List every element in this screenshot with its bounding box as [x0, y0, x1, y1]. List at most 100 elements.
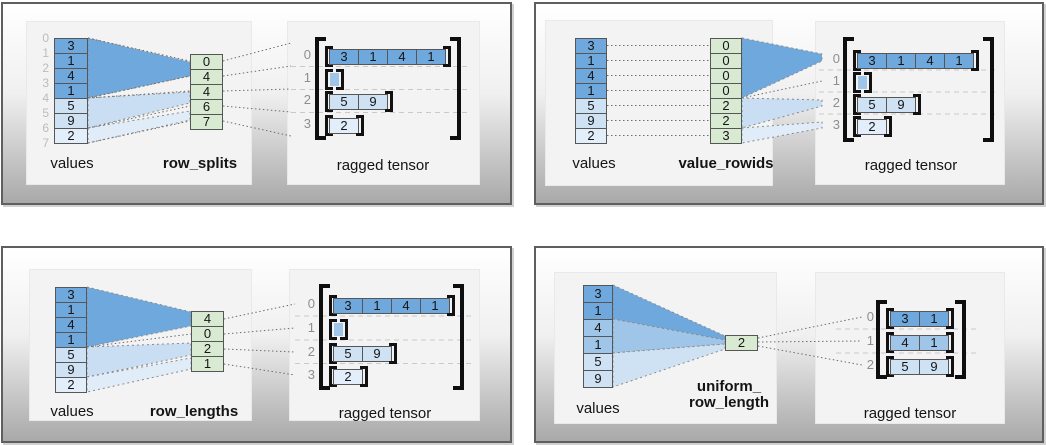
outer-open-bracket: [876, 300, 887, 379]
fan-dark: [741, 37, 823, 99]
values-column: 3 1 4 1 5 9 2: [55, 287, 87, 393]
tensor-label: ragged tensor: [336, 157, 430, 174]
tensor-label: ragged tensor: [338, 405, 432, 422]
tensor-cell: 2: [333, 368, 363, 385]
row-index: 2: [307, 344, 315, 359]
tensor-cell: 3: [857, 52, 887, 69]
values-cell: 4: [55, 317, 87, 333]
values-cell: 9: [575, 113, 607, 129]
tensor-row-empty: [853, 72, 872, 93]
values-cell: 2: [54, 128, 88, 144]
values-column: 3 1 4 1 5 9 2: [54, 38, 88, 144]
dotted-connectors: [87, 37, 292, 144]
outer-open-bracket: [319, 284, 330, 390]
close-bracket: [884, 116, 892, 137]
tensor-cell: 1: [362, 297, 392, 314]
values-label: values: [572, 155, 616, 172]
tensor-cell: 9: [919, 358, 949, 375]
tensor-row: 5 9: [329, 343, 397, 364]
tensor-row: 5 9: [886, 356, 954, 377]
values-cell: 5: [575, 98, 607, 114]
values-cell: 3: [583, 285, 613, 303]
tensor-cell: 9: [886, 96, 916, 113]
outer-close-bracket: [955, 300, 966, 379]
tensor-row: 3 1 4 1: [325, 46, 451, 67]
open-bracket: [853, 72, 861, 93]
open-bracket: [329, 366, 337, 387]
tensor-row: 5 9: [325, 91, 393, 112]
values-cell: 5: [54, 98, 88, 114]
value-rowids-column: 0 0 0 0 2 2 3: [710, 38, 742, 144]
factory-label: row_lengths: [149, 403, 239, 420]
values-cell: 9: [54, 113, 88, 129]
dotted-connectors: [757, 316, 863, 366]
uniform-row-length-cell: 2: [725, 335, 758, 351]
open-bracket: [329, 295, 337, 316]
row-index: 1: [832, 73, 840, 88]
values-column: 3 1 4 1 5 9 2: [575, 38, 607, 144]
values-cell: 3: [54, 38, 88, 54]
tensor-row: 2: [329, 366, 368, 387]
row-splits-cell: 4: [190, 84, 223, 100]
factory-label: row_splits: [162, 155, 238, 172]
boundary-index: 7: [42, 136, 49, 150]
boundary-index: 1: [42, 46, 49, 60]
row-index: 2: [303, 92, 311, 107]
fan-light: [612, 343, 726, 388]
factory-label-line1: uniform_: [696, 378, 762, 395]
outer-close-bracket: [453, 284, 464, 390]
close-bracket: [447, 295, 455, 316]
open-bracket: [325, 115, 333, 136]
boundary-index: 4: [42, 91, 49, 105]
quadrant-uniform-row-length: 3 1 4 1 5 9 2 values uniform_ row_length…: [534, 246, 1044, 443]
dotted-connectors: [607, 45, 823, 136]
open-bracket: [853, 116, 861, 137]
tensor-cell: 2: [857, 118, 887, 135]
close-bracket: [864, 72, 872, 93]
open-bracket: [325, 91, 333, 112]
tensor-cell: 1: [919, 310, 949, 327]
values-cell: 1: [55, 332, 87, 348]
boundary-index: 5: [42, 106, 49, 120]
outer-open-bracket: [315, 37, 326, 140]
row-index: 2: [866, 357, 874, 372]
boundary-index: 2: [42, 61, 49, 75]
fan-dark: [87, 37, 191, 99]
tensor-row: 3 1 4 1: [329, 295, 455, 316]
row-splits-cell: 0: [190, 54, 223, 70]
tensor-cell: 4: [915, 52, 945, 69]
values-cell: 5: [583, 353, 613, 371]
values-cell: 1: [575, 83, 607, 99]
tensor-cell: 1: [919, 334, 949, 351]
row-index: 2: [832, 95, 840, 110]
close-bracket: [385, 91, 393, 112]
row-index: 0: [307, 296, 315, 311]
close-bracket: [443, 46, 451, 67]
row-index: 0: [832, 51, 840, 66]
values-cell: 1: [583, 302, 613, 320]
tensor-row: 3 1 4 1: [853, 50, 979, 71]
close-bracket: [946, 332, 954, 353]
close-bracket: [340, 319, 348, 340]
connector-layer: [607, 37, 999, 144]
row-lengths-cell: 0: [191, 326, 224, 342]
values-column: 3 1 4 1 5 9: [583, 285, 613, 388]
row-splits-cell: 7: [190, 114, 223, 130]
value-rowids-cell: 2: [710, 98, 742, 114]
tensor-label: ragged tensor: [863, 405, 957, 422]
close-bracket: [336, 69, 344, 90]
values-label: values: [50, 155, 94, 172]
close-bracket: [913, 94, 921, 115]
values-cell: 9: [55, 362, 87, 378]
close-bracket: [360, 366, 368, 387]
values-cell: 3: [55, 287, 87, 303]
row-lengths-cell: 4: [191, 311, 224, 327]
boundary-index: 3: [42, 76, 49, 90]
row-separators: [819, 69, 999, 115]
values-label: values: [50, 403, 94, 420]
tensor-cell: 1: [420, 297, 450, 314]
tensor-cell: 5: [857, 96, 887, 113]
tensor-row: 4 1: [886, 332, 954, 353]
dotted-connectors: [86, 303, 296, 376]
